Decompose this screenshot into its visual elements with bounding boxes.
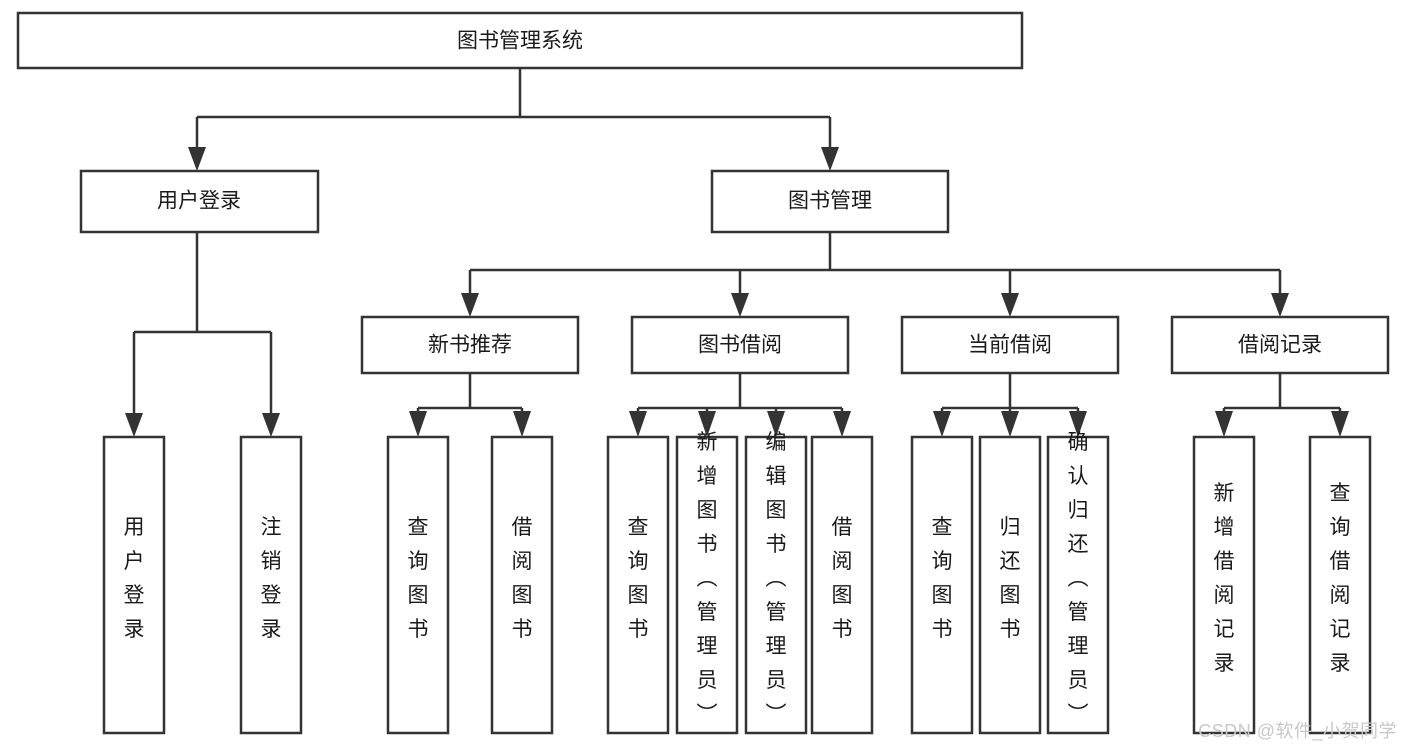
node-leaf-query-record[interactable]: 查询借阅记录 — [1308, 435, 1372, 735]
leaf-nodes-layer: 用户登录 注销登录 查询图书 借阅图书 查询图书 新增图书︵管理员︶ 编辑图书︵… — [102, 431, 1372, 735]
arrow-to-leaf-edit-book — [767, 411, 785, 437]
node-leaf-add-record-label: 新增借阅记录 — [1214, 482, 1235, 675]
node-leaf-edit-book-label: 编辑图书︵管理员︶ — [766, 431, 787, 726]
arrow-to-book-manage — [821, 147, 839, 171]
node-new-book-rec-label: 新书推荐 — [428, 334, 512, 357]
node-leaf-logout-box[interactable] — [239, 435, 303, 735]
node-leaf-query-book-2-label: 查询图书 — [628, 516, 649, 641]
arrow-to-current-borrow — [1001, 293, 1019, 317]
node-borrow-record[interactable]: 借阅记录 — [1170, 315, 1390, 375]
node-leaf-add-record[interactable]: 新增借阅记录 — [1192, 435, 1256, 735]
node-leaf-borrow-book-1-box[interactable] — [490, 435, 554, 735]
arrow-to-user-login — [188, 147, 206, 171]
node-new-book-rec-box[interactable] — [360, 315, 580, 375]
node-book-borrow-label: 图书借阅 — [698, 334, 782, 357]
node-leaf-confirm-return-label: 确认归还︵管理员︶ — [1068, 431, 1089, 726]
node-current-borrow[interactable]: 当前借阅 — [900, 315, 1120, 375]
node-leaf-return-book-box[interactable] — [978, 435, 1042, 735]
node-book-borrow[interactable]: 图书借阅 — [630, 315, 850, 375]
arrow-to-book-borrow — [731, 293, 749, 317]
arrow-to-leaf-add-book — [698, 411, 716, 437]
node-new-book-rec[interactable]: 新书推荐 — [360, 315, 580, 375]
node-leaf-borrow-book-2-label: 借阅图书 — [832, 516, 853, 641]
node-leaf-query-book-3-label: 查询图书 — [932, 516, 953, 641]
node-leaf-query-record-label: 查询借阅记录 — [1330, 482, 1351, 675]
node-leaf-query-record-box[interactable] — [1308, 435, 1372, 735]
node-leaf-borrow-book-2[interactable]: 借阅图书 — [810, 435, 874, 735]
node-root[interactable]: 图书管理系统 — [16, 11, 1024, 70]
node-leaf-logout-label: 注销登录 — [261, 516, 282, 641]
arrow-to-leaf-query-book-3 — [933, 411, 951, 437]
node-user-login[interactable]: 用户登录 — [79, 169, 320, 234]
node-leaf-add-record-box[interactable] — [1192, 435, 1256, 735]
arrow-to-leaf-add-record — [1215, 411, 1233, 437]
node-leaf-return-book[interactable]: 归还图书 — [978, 435, 1042, 735]
node-leaf-borrow-book-1-label: 借阅图书 — [512, 516, 533, 641]
node-leaf-borrow-book-2-box[interactable] — [810, 435, 874, 735]
node-leaf-return-book-label: 归还图书 — [1000, 516, 1021, 641]
node-leaf-query-book-2-box[interactable] — [606, 435, 670, 735]
arrow-to-borrow-record — [1271, 293, 1289, 317]
node-borrow-record-box[interactable] — [1170, 315, 1390, 375]
arrow-to-leaf-confirm-return — [1069, 411, 1087, 437]
node-leaf-edit-book-box[interactable] — [744, 435, 808, 735]
edges-layer — [125, 68, 1349, 437]
arrow-to-leaf-user-login — [125, 413, 143, 437]
node-leaf-query-book-3-box[interactable] — [910, 435, 974, 735]
node-leaf-user-login[interactable]: 用户登录 — [102, 435, 166, 735]
node-borrow-record-label: 借阅记录 — [1238, 334, 1322, 357]
node-user-login-box[interactable] — [79, 169, 320, 234]
node-leaf-user-login-label: 用户登录 — [124, 516, 145, 641]
arrow-to-leaf-borrow-book-2 — [833, 411, 851, 437]
arrow-to-leaf-borrow-book-1 — [513, 411, 531, 437]
node-leaf-query-book-1[interactable]: 查询图书 — [386, 435, 450, 735]
node-user-login-label: 用户登录 — [157, 190, 241, 213]
node-leaf-add-book[interactable]: 新增图书︵管理员︶ — [675, 431, 739, 735]
arrow-to-new-book-rec — [461, 293, 479, 317]
node-leaf-query-book-2[interactable]: 查询图书 — [606, 435, 670, 735]
node-leaf-query-book-1-box[interactable] — [386, 435, 450, 735]
node-leaf-borrow-book-1[interactable]: 借阅图书 — [490, 435, 554, 735]
node-current-borrow-box[interactable] — [900, 315, 1120, 375]
node-leaf-logout[interactable]: 注销登录 — [239, 435, 303, 735]
node-leaf-add-book-box[interactable] — [675, 435, 739, 735]
node-root-box[interactable] — [16, 11, 1024, 70]
node-leaf-add-book-label: 新增图书︵管理员︶ — [697, 431, 718, 726]
node-leaf-edit-book[interactable]: 编辑图书︵管理员︶ — [744, 431, 808, 735]
node-current-borrow-label: 当前借阅 — [968, 334, 1052, 357]
node-book-borrow-box[interactable] — [630, 315, 850, 375]
node-leaf-query-book-3[interactable]: 查询图书 — [910, 435, 974, 735]
arrow-to-leaf-query-record — [1331, 411, 1349, 437]
node-book-manage-box[interactable] — [710, 169, 950, 234]
arrow-to-leaf-return-book — [1001, 411, 1019, 437]
node-leaf-user-login-box[interactable] — [102, 435, 166, 735]
node-book-manage-label: 图书管理 — [788, 190, 872, 213]
arrow-to-leaf-query-book-1 — [409, 411, 427, 437]
node-book-manage[interactable]: 图书管理 — [710, 169, 950, 234]
arrow-to-leaf-logout — [262, 413, 280, 437]
arrow-to-leaf-query-book-2 — [629, 411, 647, 437]
node-root-label: 图书管理系统 — [457, 30, 583, 53]
node-leaf-query-book-1-label: 查询图书 — [408, 516, 429, 641]
node-leaf-confirm-return-box[interactable] — [1046, 435, 1110, 735]
node-leaf-confirm-return[interactable]: 确认归还︵管理员︶ — [1046, 431, 1110, 735]
